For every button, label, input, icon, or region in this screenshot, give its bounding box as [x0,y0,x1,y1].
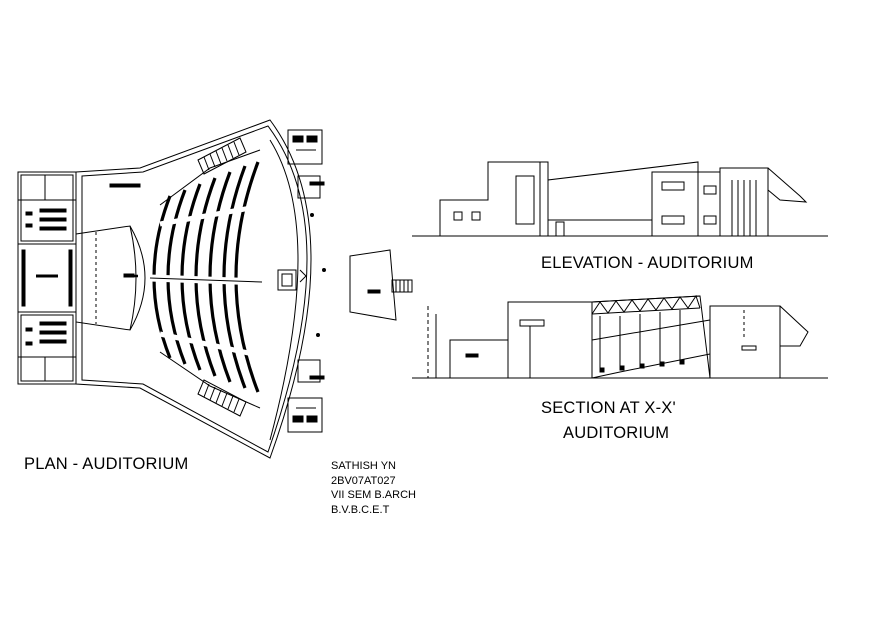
plan-service-block-top [18,172,76,244]
auditorium-elevation [412,162,828,236]
plan-entrance-lobby [18,244,76,312]
plan-stair-bottom [198,380,246,416]
section-title-line-2: AUDITORIUM [563,424,670,442]
author-institute: B.V.B.C.E.T [331,503,390,516]
plan-service-block-bottom [18,312,76,384]
plan-stair-top [198,138,246,174]
author-semester: VII SEM B.ARCH [331,489,416,501]
section-roof-truss [592,296,700,314]
plan-stage [76,226,136,330]
plan-projection-room [278,270,296,290]
plan-outer-wall [76,120,311,458]
author-name: SATHISH YN [331,460,396,472]
plan-rear-entrance [350,250,396,320]
section-title-line-1: SECTION AT X-X' [541,399,676,417]
author-roll-number: 2BV07AT027 [331,474,396,487]
author-block: SATHISH YN 2BV07AT027 VII SEM B.ARCH B.V… [331,459,416,517]
plan-toilet-bottom [288,360,322,432]
elevation-title: ELEVATION - AUDITORIUM [541,254,754,272]
plan-title: PLAN - AUDITORIUM [24,455,189,473]
plan-toilet-top [288,130,322,198]
auditorium-section [412,296,828,378]
auditorium-floor-plan [18,120,412,458]
